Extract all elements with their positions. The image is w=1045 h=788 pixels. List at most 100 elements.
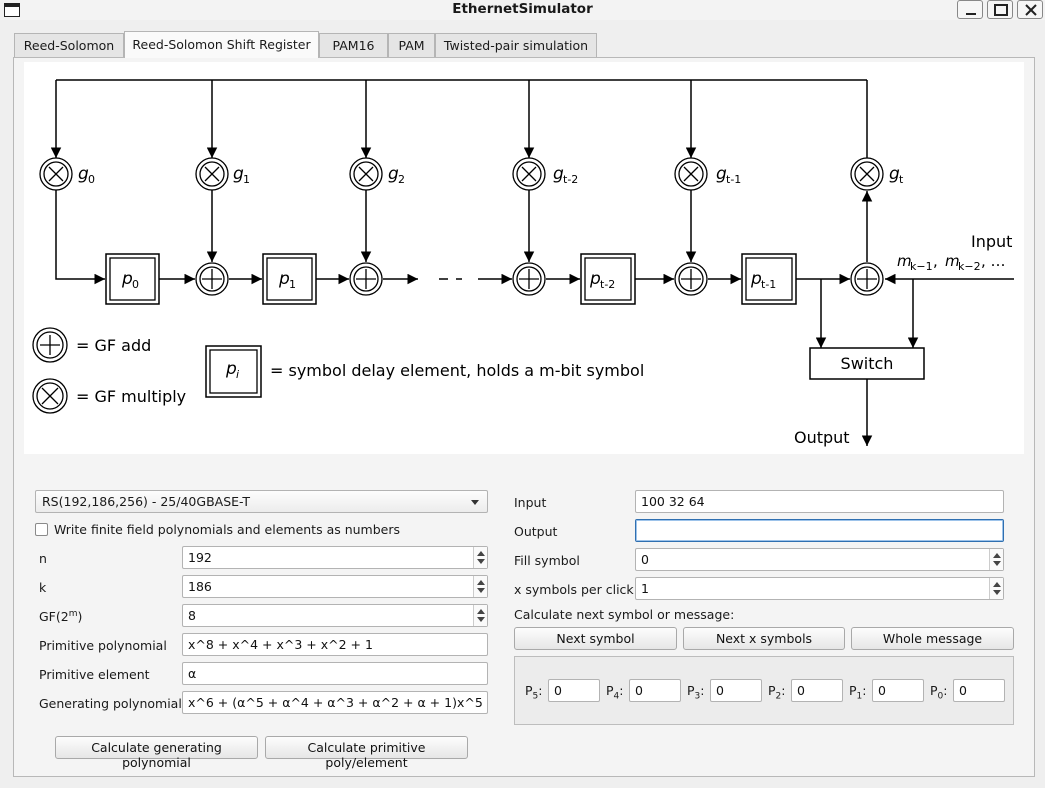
multiplier-g2: g 2 xyxy=(349,157,405,191)
legend-add: = GF add xyxy=(32,327,151,363)
register-p4-label: P4: xyxy=(606,683,624,702)
register-pt-2: p t-2 xyxy=(580,253,636,305)
register-p5-field[interactable] xyxy=(548,679,600,702)
spin-up-icon xyxy=(477,580,485,585)
switch-block: Switch xyxy=(809,347,925,380)
register-state-box: P5: P4: P3: P2: P1: P0: xyxy=(514,656,1014,725)
primitive-element-input[interactable] xyxy=(182,662,488,685)
maximize-button[interactable] xyxy=(987,0,1013,19)
register-sub: t-2 xyxy=(600,278,615,291)
register-p0-field[interactable] xyxy=(953,679,1005,702)
register-sub: 1 xyxy=(289,278,296,291)
register-p1-field[interactable] xyxy=(872,679,924,702)
k-spinbox[interactable] xyxy=(182,575,488,598)
multiplier-sub: t-1 xyxy=(726,173,741,186)
whole-message-button[interactable]: Whole message xyxy=(851,627,1014,650)
output-field[interactable] xyxy=(635,519,1004,542)
x-symbols-spinbox[interactable] xyxy=(635,577,1004,600)
calculate-primitive-button[interactable]: Calculate primitive poly/element xyxy=(265,736,468,770)
multiplier-sub: 2 xyxy=(398,173,405,186)
spin-down-icon xyxy=(477,588,485,593)
tab-twisted-pair-simulation[interactable]: Twisted-pair simulation xyxy=(435,33,597,57)
svg-text:k−1: k−1 xyxy=(910,260,933,273)
tab-panel: g 0 g 1 g 2 g t-2 xyxy=(13,57,1035,777)
n-spin-arrows[interactable] xyxy=(473,547,487,568)
close-button[interactable] xyxy=(1017,0,1043,19)
register-p3-label: P3: xyxy=(687,683,705,702)
next-symbol-button[interactable]: Next symbol xyxy=(514,627,677,650)
tab-pam16[interactable]: PAM16 xyxy=(319,33,388,57)
register-sub: t-1 xyxy=(761,278,776,291)
spin-up-icon xyxy=(993,582,1001,587)
spin-down-icon xyxy=(993,590,1001,595)
fill-spin-arrows[interactable] xyxy=(989,549,1003,570)
diagram-svg: g 0 g 1 g 2 g t-2 xyxy=(32,79,1014,447)
n-label: n xyxy=(39,551,47,566)
svg-text:i: i xyxy=(236,368,239,381)
svg-text:p: p xyxy=(225,359,237,379)
n-spinbox[interactable] xyxy=(182,546,488,569)
generating-polynomial-input[interactable] xyxy=(182,691,488,714)
register-label: p xyxy=(278,269,290,289)
spin-up-icon xyxy=(993,553,1001,558)
tab-pam[interactable]: PAM xyxy=(388,33,435,57)
k-spin-arrows[interactable] xyxy=(473,576,487,597)
primitive-polynomial-label: Primitive polynomial xyxy=(39,638,167,653)
title-bar: EthernetSimulator xyxy=(0,0,1045,20)
multiplier-label: g xyxy=(388,164,399,184)
minimize-icon xyxy=(966,13,976,15)
svg-text:, …: , … xyxy=(981,252,1006,270)
register-label: p xyxy=(121,269,133,289)
register-p0-label: P0: xyxy=(930,683,948,702)
spin-down-icon xyxy=(477,617,485,622)
fill-symbol-label: Fill symbol xyxy=(514,553,580,568)
gf-spin-arrows[interactable] xyxy=(473,605,487,626)
input-label: Input xyxy=(971,232,1012,251)
register-label: p xyxy=(589,269,601,289)
x-symbols-spin-arrows[interactable] xyxy=(989,578,1003,599)
calc-next-label: Calculate next symbol or message: xyxy=(514,607,735,622)
svg-text:m: m xyxy=(897,252,912,270)
multiplier-g1: g 1 xyxy=(195,157,250,191)
register-p0: p 0 xyxy=(105,253,160,305)
generating-polynomial-label: Generating polynomial xyxy=(39,696,182,711)
multiplier-label: g xyxy=(716,164,727,184)
register-p3-field[interactable] xyxy=(710,679,762,702)
multiplier-sub: 1 xyxy=(243,173,250,186)
minimize-button[interactable] xyxy=(957,0,983,19)
legend-multiply: = GF multiply xyxy=(32,378,186,414)
register-pt-1: p t-1 xyxy=(741,253,797,305)
fill-symbol-spinbox[interactable] xyxy=(635,548,1004,571)
primitive-polynomial-input[interactable] xyxy=(182,633,488,656)
register-p2-field[interactable] xyxy=(791,679,843,702)
register-sub: 0 xyxy=(132,278,139,291)
multiplier-gt: g t xyxy=(850,157,904,191)
tab-reed-solomon-shift-register[interactable]: Reed-Solomon Shift Register xyxy=(124,31,319,58)
input-field[interactable] xyxy=(635,490,1004,513)
register-p5-label: P5: xyxy=(525,683,543,702)
svg-text:,: , xyxy=(933,252,938,270)
tab-reed-solomon[interactable]: Reed-Solomon xyxy=(14,33,124,57)
next-x-symbols-button[interactable]: Next x symbols xyxy=(683,627,845,650)
legend-delay: p i = symbol delay element, holds a m-bi… xyxy=(205,345,644,398)
calculate-generating-polynomial-button[interactable]: Calculate generating polynomial xyxy=(55,736,258,770)
register-p1: p 1 xyxy=(262,253,317,305)
spin-up-icon xyxy=(477,609,485,614)
multiplier-sub: t-2 xyxy=(563,173,578,186)
spin-down-icon xyxy=(477,559,485,564)
multiplier-label: g xyxy=(553,164,564,184)
numeric-format-checkbox[interactable] xyxy=(35,523,48,536)
primitive-element-label: Primitive element xyxy=(39,667,150,682)
gf-spinbox[interactable] xyxy=(182,604,488,627)
multiplier-g0: g 0 xyxy=(39,157,95,191)
register-p4-field[interactable] xyxy=(629,679,681,702)
svg-text:= symbol delay element, holds: = symbol delay element, holds a m-bit sy… xyxy=(270,361,644,380)
multiplier-label: g xyxy=(889,164,900,184)
adder-5 xyxy=(850,262,884,296)
maximize-icon xyxy=(994,4,1008,16)
spin-down-icon xyxy=(993,561,1001,566)
multiplier-sub: 0 xyxy=(88,173,95,186)
svg-text:= GF add: = GF add xyxy=(76,336,151,355)
svg-text:k−2: k−2 xyxy=(958,260,981,273)
code-select[interactable]: RS(192,186,256) - 25/40GBASE-T xyxy=(35,490,488,513)
